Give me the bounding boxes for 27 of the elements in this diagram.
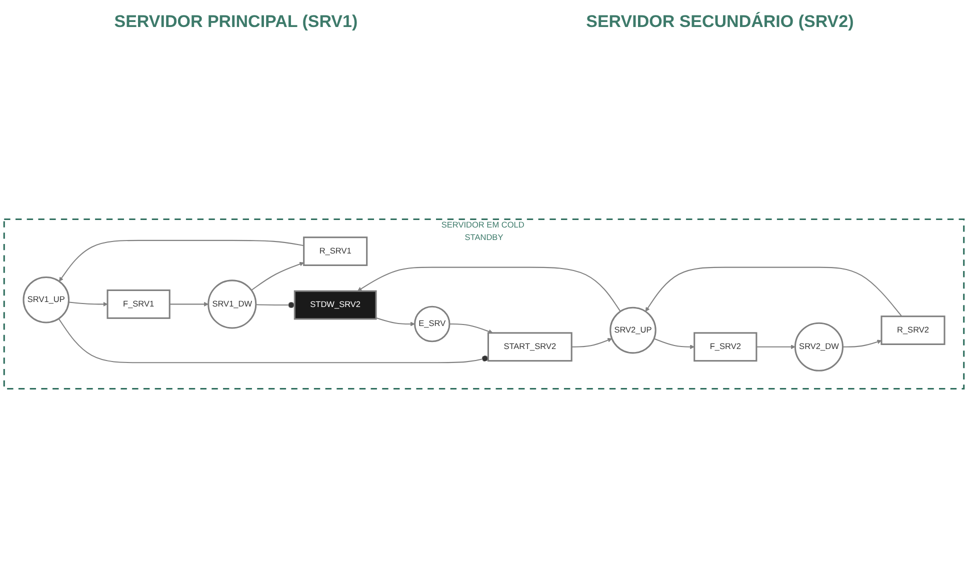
arrow	[170, 302, 209, 306]
section-heading: SERVIDOR SECUNDÁRIO (SRV2)	[586, 12, 854, 32]
arrow	[645, 266, 902, 317]
node-circle: SRV2_DW	[794, 322, 844, 372]
arrow	[842, 340, 882, 348]
arrow	[654, 338, 695, 350]
node-circle: SRV2_UP	[610, 306, 656, 354]
arrow	[756, 344, 796, 350]
connector	[58, 318, 488, 364]
connector	[256, 302, 295, 308]
node-circle: E_SRV	[414, 306, 450, 342]
node-circle: SRV1_DW	[208, 280, 257, 329]
arrow	[572, 338, 612, 348]
node-box: R_SRV1	[303, 236, 368, 266]
section-heading: SERVIDOR PRINCIPAL (SRV1)	[114, 12, 358, 32]
node-box: F_SRV2	[694, 332, 758, 362]
node-circle: SRV1_UP	[22, 276, 70, 324]
arrow	[449, 323, 493, 334]
arrow	[59, 240, 304, 282]
arrow	[68, 302, 108, 306]
arrow	[376, 317, 415, 326]
node-box: START_SRV2	[487, 332, 572, 362]
arrow	[357, 266, 621, 312]
node-box: F_SRV1	[106, 289, 170, 319]
arrow	[251, 262, 304, 291]
node-box: STDW_SRV2	[294, 290, 377, 320]
node-box: R_SRV2	[880, 316, 946, 346]
